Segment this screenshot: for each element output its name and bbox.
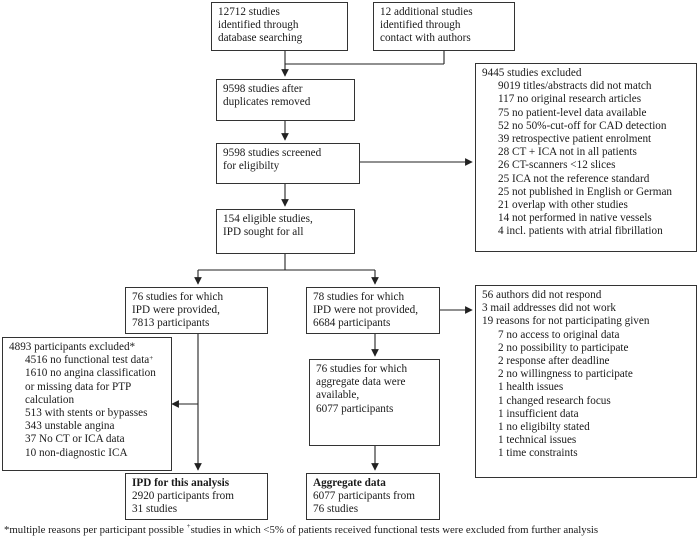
exclusion-reason: 39 retrospective patient enrolment bbox=[498, 133, 652, 146]
box-text-line: 19 reasons for not participating given bbox=[482, 315, 650, 328]
box-text-line: 76 studies bbox=[313, 503, 359, 516]
participant-exclusion-reason: 10 non-diagnostic ICA bbox=[25, 446, 128, 459]
exclusion-reason: 25 ICA not the reference standard bbox=[498, 172, 650, 185]
participant-exclusion-reason: 343 unstable angina bbox=[25, 420, 115, 433]
box-ipd-not-provided: 78 studies for which IPD were not provid… bbox=[306, 287, 440, 334]
box-text-line: 31 studies bbox=[132, 503, 178, 516]
participant-exclusion-reason: or missing data for PTP bbox=[25, 380, 132, 393]
box-no-participation: 56 authors did not respond 3 mail addres… bbox=[475, 285, 697, 478]
box-text-line: 6077 participants bbox=[316, 402, 394, 415]
box-text-line: 154 eligible studies, bbox=[223, 213, 313, 225]
exclusion-reason: 75 no patient-level data available bbox=[498, 106, 647, 119]
box-aggregate-available: 76 studies for which aggregate data were… bbox=[309, 359, 440, 446]
box-text-line: available, bbox=[316, 389, 360, 402]
participation-reason: 2 no possibility to participate bbox=[498, 341, 629, 354]
box-text-line: database searching bbox=[218, 32, 303, 45]
box-title: 9445 studies excluded bbox=[482, 67, 582, 79]
box-title: 4893 participants excluded* bbox=[9, 341, 136, 353]
superscript-marker: + bbox=[186, 522, 191, 530]
box-aggregate-data: Aggregate data 6077 participants from 76… bbox=[306, 473, 440, 520]
box-text-line: aggregate data were bbox=[316, 376, 406, 389]
box-text-line: 6077 participants from bbox=[313, 490, 415, 503]
exclusion-reason: 4 incl. patients with atrial fibrillatio… bbox=[498, 225, 663, 238]
participation-reason: 1 no eligibilty stated bbox=[498, 421, 590, 434]
participation-reason: 1 changed research focus bbox=[498, 394, 611, 407]
participant-exclusion-reason: 37 No CT or ICA data bbox=[25, 433, 125, 446]
box-text-line: 12712 studies bbox=[218, 6, 280, 18]
box-text-line: IPD were provided, bbox=[132, 304, 220, 317]
superscript-marker: + bbox=[149, 354, 154, 363]
participation-reason: 1 technical issues bbox=[498, 434, 577, 447]
footnote-text: *multiple reasons per participant possib… bbox=[4, 524, 187, 536]
box-text-line: 9598 studies screened bbox=[223, 147, 322, 159]
box-text-line: 76 studies for which bbox=[316, 363, 408, 375]
box-text-line: 76 studies for which bbox=[132, 291, 224, 303]
participation-reason: 2 no willingness to participate bbox=[498, 368, 633, 381]
participation-reason: 1 health issues bbox=[498, 381, 564, 394]
participation-reason: 2 response after deadline bbox=[498, 355, 610, 368]
box-studies-excluded: 9445 studies excluded 9019 titles/abstra… bbox=[475, 63, 697, 252]
box-text-line: 3 mail addresses did not work bbox=[482, 302, 616, 315]
exclusion-reason: 52 no 50%-cut-off for CAD detection bbox=[498, 119, 667, 132]
participation-reason: 1 insufficient data bbox=[498, 407, 579, 420]
box-title: IPD for this analysis bbox=[132, 477, 230, 489]
exclusion-reason: 26 CT-scanners <12 slices bbox=[498, 159, 616, 172]
exclusion-reason: 21 overlap with other studies bbox=[498, 199, 628, 212]
box-text-line: for eligibilty bbox=[223, 160, 280, 173]
participation-reason: 7 no access to original data bbox=[498, 328, 620, 341]
participant-exclusion-text: 4516 no functional test data bbox=[25, 354, 150, 367]
box-text-line: 2920 participants from bbox=[132, 490, 234, 503]
exclusion-reason: 14 not performed in native vessels bbox=[498, 212, 652, 225]
box-text-line: 56 authors did not respond bbox=[482, 289, 602, 301]
box-database-search: 12712 studies identified through databas… bbox=[211, 2, 348, 51]
box-additional-studies: 12 additional studies identified through… bbox=[373, 2, 515, 51]
exclusion-reason: 117 no original research articles bbox=[498, 93, 642, 106]
participant-exclusion-reason: 4516 no functional test data+ bbox=[9, 354, 165, 367]
box-screened: 9598 studies screened for eligibilty bbox=[216, 143, 360, 184]
box-ipd-analysis: IPD for this analysis 2920 participants … bbox=[125, 473, 268, 520]
box-text-line: identified through bbox=[218, 19, 299, 32]
participant-exclusion-reason: 1610 no angina classification bbox=[25, 367, 156, 380]
box-eligible-studies: 154 eligible studies, IPD sought for all bbox=[216, 209, 355, 254]
box-ipd-provided: 76 studies for which IPD were provided, … bbox=[125, 287, 268, 334]
exclusion-reason: 25 not published in English or German bbox=[498, 185, 673, 198]
box-text-line: IPD were not provided, bbox=[313, 304, 419, 317]
participant-exclusion-reason: 513 with stents or bypasses bbox=[25, 407, 148, 420]
box-text-line: 78 studies for which bbox=[313, 291, 405, 303]
exclusion-reason: 9019 titles/abstracts did not match bbox=[498, 80, 652, 93]
box-text-line: contact with authors bbox=[380, 32, 471, 45]
exclusion-reason: 28 CT + ICA not in all patients bbox=[498, 146, 637, 159]
box-after-duplicates: 9598 studies after duplicates removed bbox=[216, 79, 355, 121]
footnote: *multiple reasons per participant possib… bbox=[4, 522, 599, 536]
box-text-line: 12 additional studies bbox=[380, 6, 473, 18]
participant-exclusion-reason: calculation bbox=[25, 393, 75, 406]
box-text-line: identified through bbox=[380, 19, 461, 32]
box-text-line: 6684 participants bbox=[313, 317, 391, 330]
box-text-line: IPD sought for all bbox=[223, 226, 304, 239]
box-title: Aggregate data bbox=[313, 477, 386, 489]
box-text-line: 7813 participants bbox=[132, 317, 210, 330]
footnote-text-continued: studies in which <5% of patients receive… bbox=[190, 524, 599, 536]
box-participants-excluded: 4893 participants excluded* 4516 no func… bbox=[2, 337, 172, 471]
box-text-line: duplicates removed bbox=[223, 96, 311, 109]
box-text-line: 9598 studies after bbox=[223, 83, 303, 95]
participation-reason: 1 time constraints bbox=[498, 447, 578, 460]
